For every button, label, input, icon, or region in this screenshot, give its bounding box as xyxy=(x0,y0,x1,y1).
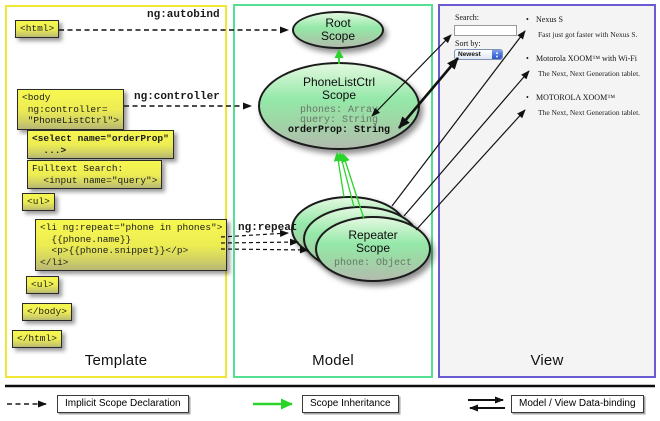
phone-snippet: The Next, Next Generation tablet. xyxy=(538,108,641,117)
phone-name: Nexus S xyxy=(536,15,563,24)
code-box-fulltext-search: Fulltext Search: <input name="query"> xyxy=(27,160,163,189)
orderprop-property: orderProp: String xyxy=(287,125,391,136)
search-label: Search: xyxy=(455,13,479,22)
root-scope-name: Root xyxy=(325,16,351,30)
code-box-html-open: <html> xyxy=(15,20,60,38)
ng-repeat-label: ng:repeat xyxy=(238,222,298,234)
phone-name: MOTOROLA XOOM™ xyxy=(536,93,616,102)
list-item: • MOTOROLA XOOM™ The Next, Next Generati… xyxy=(526,93,654,117)
phone-name: Motorola XOOM™ with Wi-Fi xyxy=(536,54,637,63)
sort-dropdown-value: Newest xyxy=(458,51,481,58)
phone-snippet: The Next, Next Generation tablet. xyxy=(538,69,641,78)
ng-autobind-label: ng:autobind xyxy=(147,9,220,21)
template-panel: Template xyxy=(5,5,227,378)
code-box-li-repeat: <li ng:repeat="phone in phones"> {{phone… xyxy=(35,219,228,271)
phonelistctrl-scope-label: Scope xyxy=(321,88,357,102)
repeater-scope-name: Repeater xyxy=(348,228,398,242)
sort-dropdown[interactable]: Newest ▲▼ xyxy=(454,49,503,60)
bullet-icon: • xyxy=(526,54,529,63)
root-scope-label: Scope xyxy=(320,29,356,43)
ng-controller-label: ng:controller xyxy=(134,91,220,103)
query-property: query: String xyxy=(299,115,378,126)
phonelistctrl-scope-name: PhoneListCtrl xyxy=(302,75,376,89)
bullet-icon: • xyxy=(526,15,529,24)
legend-scope-inheritance: Scope Inheritance xyxy=(302,395,399,413)
dropdown-stepper-icon: ▲▼ xyxy=(492,50,502,59)
code-box-ul-close: <ul> xyxy=(26,276,59,294)
sort-by-label: Sort by: xyxy=(455,39,481,48)
legend-implicit-scope-declaration: Implicit Scope Declaration xyxy=(57,395,189,413)
root-scope-ellipse: Root Scope xyxy=(292,11,384,49)
model-panel-title: Model xyxy=(312,352,354,369)
repeater-scope-ellipse-front: Repeater Scope phone: Object xyxy=(315,216,431,282)
phone-snippet: Fast just got faster with Nexus S. xyxy=(538,30,638,39)
model-panel: Model xyxy=(233,4,433,378)
phone-property: phone: Object xyxy=(333,258,412,269)
code-box-body-close: </body> xyxy=(22,303,72,321)
code-box-select: <select name="orderProp" ...> xyxy=(27,130,174,159)
search-input[interactable] xyxy=(454,25,517,36)
phones-property: phones: Array xyxy=(299,105,378,116)
list-item: • Nexus S Fast just got faster with Nexu… xyxy=(526,15,654,39)
repeater-scope-label: Scope xyxy=(355,241,391,255)
legend-model-view-databinding: Model / View Data-binding xyxy=(511,395,644,413)
code-box-ul-open: <ul> xyxy=(22,193,55,211)
code-box-body-open: <body ng:controller= "PhoneListCtrl"> xyxy=(17,89,124,130)
view-panel-title: View xyxy=(530,352,564,369)
code-box-html-close: </html> xyxy=(12,330,62,348)
bullet-icon: • xyxy=(526,93,529,102)
phonelistctrl-scope-ellipse: PhoneListCtrl Scope phones: Array query:… xyxy=(258,62,420,150)
list-item: • Motorola XOOM™ with Wi-Fi The Next, Ne… xyxy=(526,54,654,78)
template-panel-title: Template xyxy=(84,352,148,369)
